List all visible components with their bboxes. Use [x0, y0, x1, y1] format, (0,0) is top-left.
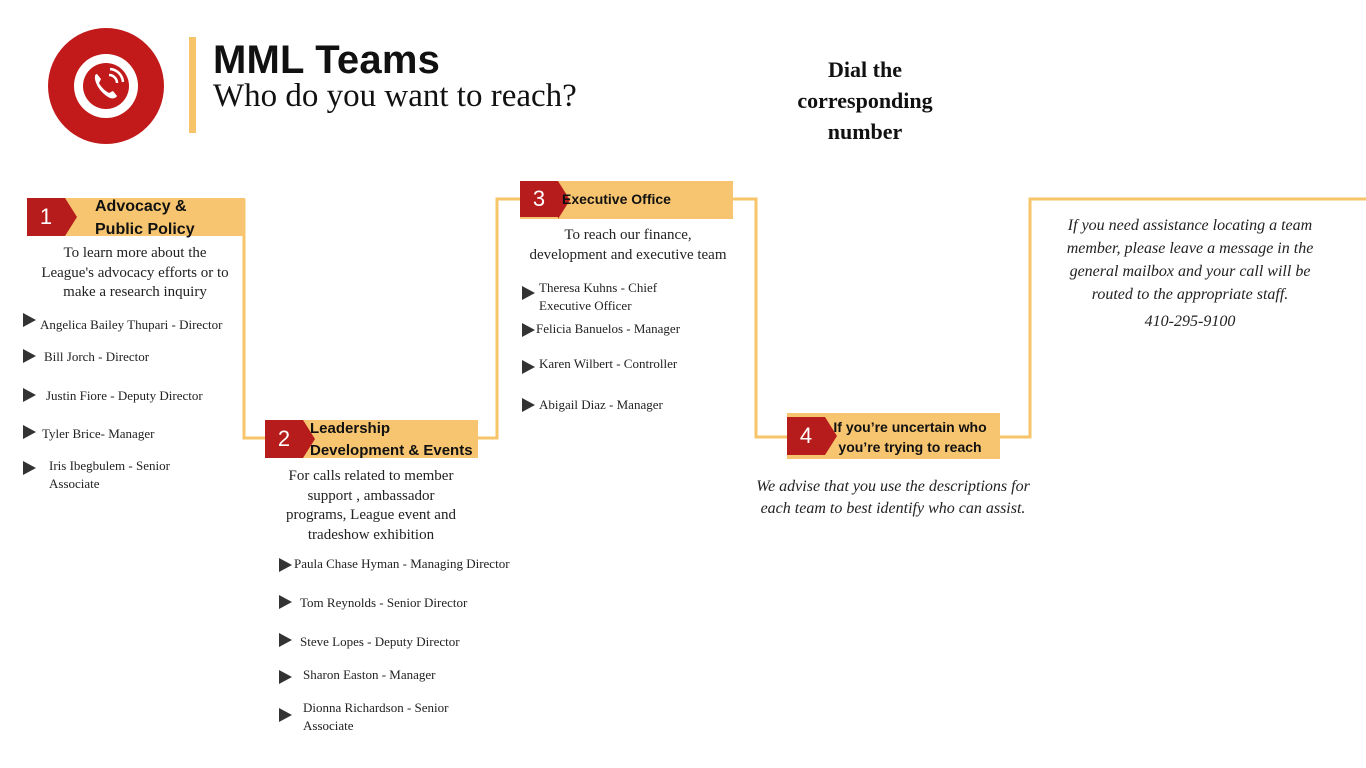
team-1-number: 1 — [27, 198, 77, 236]
team-3-member: Felicia Banuelos - Manager — [536, 321, 681, 336]
title-accent-bar — [189, 37, 196, 133]
team-1-name: Advocacy & Public Policy — [95, 198, 195, 238]
team-2-number: 2 — [265, 420, 315, 458]
bullet-arrow-icon — [23, 461, 36, 475]
bullet-arrow-icon — [279, 558, 292, 572]
general-mailbox-phone: 410-295-9100 — [1144, 313, 1236, 330]
phone-icon — [83, 63, 129, 109]
bullet-arrow-icon — [522, 360, 535, 374]
team-3-member: Karen Wilbert - Controller — [539, 356, 678, 371]
team-3-member: Abigail Diaz - Manager — [539, 397, 663, 412]
page-title: MML Teams — [213, 38, 441, 82]
bullet-arrow-icon — [522, 323, 535, 337]
team-2-member: Sharon Easton - Manager — [303, 667, 436, 682]
team-2-member: Dionna Richardson - Senior Associate — [303, 700, 449, 733]
bullet-arrow-icon — [23, 349, 36, 363]
page-subtitle: Who do you want to reach? — [213, 78, 577, 114]
bullet-arrow-icon — [279, 595, 292, 609]
bullet-arrow-icon — [279, 708, 292, 722]
team-4-name: If you’re uncertain who you’re trying to… — [833, 419, 987, 455]
bullet-arrow-icon — [23, 388, 36, 402]
team-2-name: Leadership Development & Events — [310, 420, 473, 459]
team-2-member: Tom Reynolds - Senior Director — [300, 595, 468, 610]
team-1-member: Iris Ibegbulem - Senior Associate — [49, 458, 170, 491]
bullet-arrow-icon — [23, 313, 36, 327]
team-3-description: To reach our finance, development and ex… — [529, 227, 727, 263]
bullet-arrow-icon — [279, 633, 292, 647]
team-4-description: We advise that you use the descriptions … — [756, 478, 1030, 517]
team-3-member: Theresa Kuhns - Chief Executive Officer — [539, 280, 658, 313]
bullet-arrow-icon — [522, 286, 535, 300]
dial-instruction: Dial the corresponding number — [797, 57, 933, 144]
team-3-number: 3 — [520, 181, 570, 219]
team-1-member: Justin Fiore - Deputy Director — [46, 388, 203, 403]
team-1-member: Angelica Bailey Thupari - Director — [40, 317, 223, 332]
bullet-arrow-icon — [522, 398, 535, 412]
team-1-member: Bill Jorch - Director — [44, 349, 150, 364]
team-3-name: Executive Office — [562, 191, 671, 207]
team-2-member: Steve Lopes - Deputy Director — [300, 634, 460, 649]
team-4-number: 4 — [787, 417, 837, 455]
assistance-note: If you need assistance locating a team m… — [1066, 217, 1314, 303]
phone-logo — [48, 28, 164, 144]
team-2-member: Paula Chase Hyman - Managing Director — [294, 556, 510, 571]
team-1-description: To learn more about the League's advocac… — [41, 245, 229, 300]
team-2-description: For calls related to member support , am… — [286, 468, 456, 543]
bullet-arrow-icon — [279, 670, 292, 684]
bullet-arrow-icon — [23, 425, 36, 439]
team-1-member: Tyler Brice- Manager — [42, 426, 155, 441]
